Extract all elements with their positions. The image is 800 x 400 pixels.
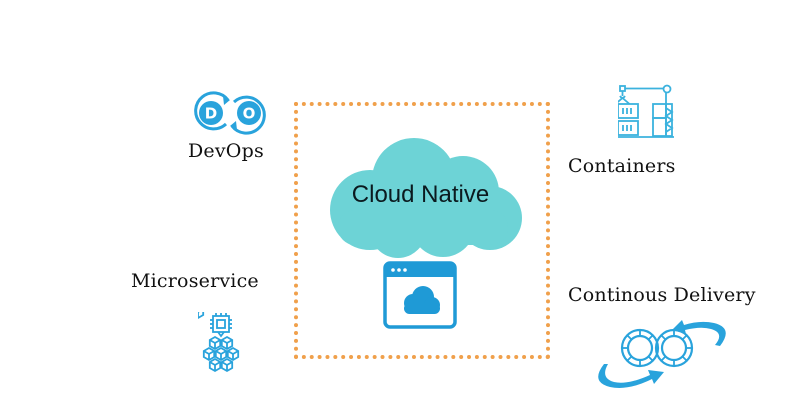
devops-label: DevOps bbox=[188, 140, 264, 162]
browser-cloud-icon bbox=[383, 261, 457, 329]
svg-text:D: D bbox=[205, 105, 217, 123]
container-crane-icon bbox=[618, 84, 674, 138]
svg-text:O: O bbox=[243, 105, 256, 123]
microservice-cubes-icon bbox=[198, 312, 240, 372]
continuous-delivery-label: Continous Delivery bbox=[568, 284, 756, 306]
continuous-delivery-loop-icon bbox=[598, 320, 726, 388]
cloud-native-cloud-shape bbox=[330, 138, 522, 258]
devops-infinity-icon: D O bbox=[194, 91, 266, 135]
cloud-native-frame bbox=[294, 102, 550, 359]
microservice-label: Microservice bbox=[131, 270, 259, 292]
containers-label: Containers bbox=[568, 155, 676, 177]
cloud-native-title: Cloud Native bbox=[351, 181, 490, 208]
